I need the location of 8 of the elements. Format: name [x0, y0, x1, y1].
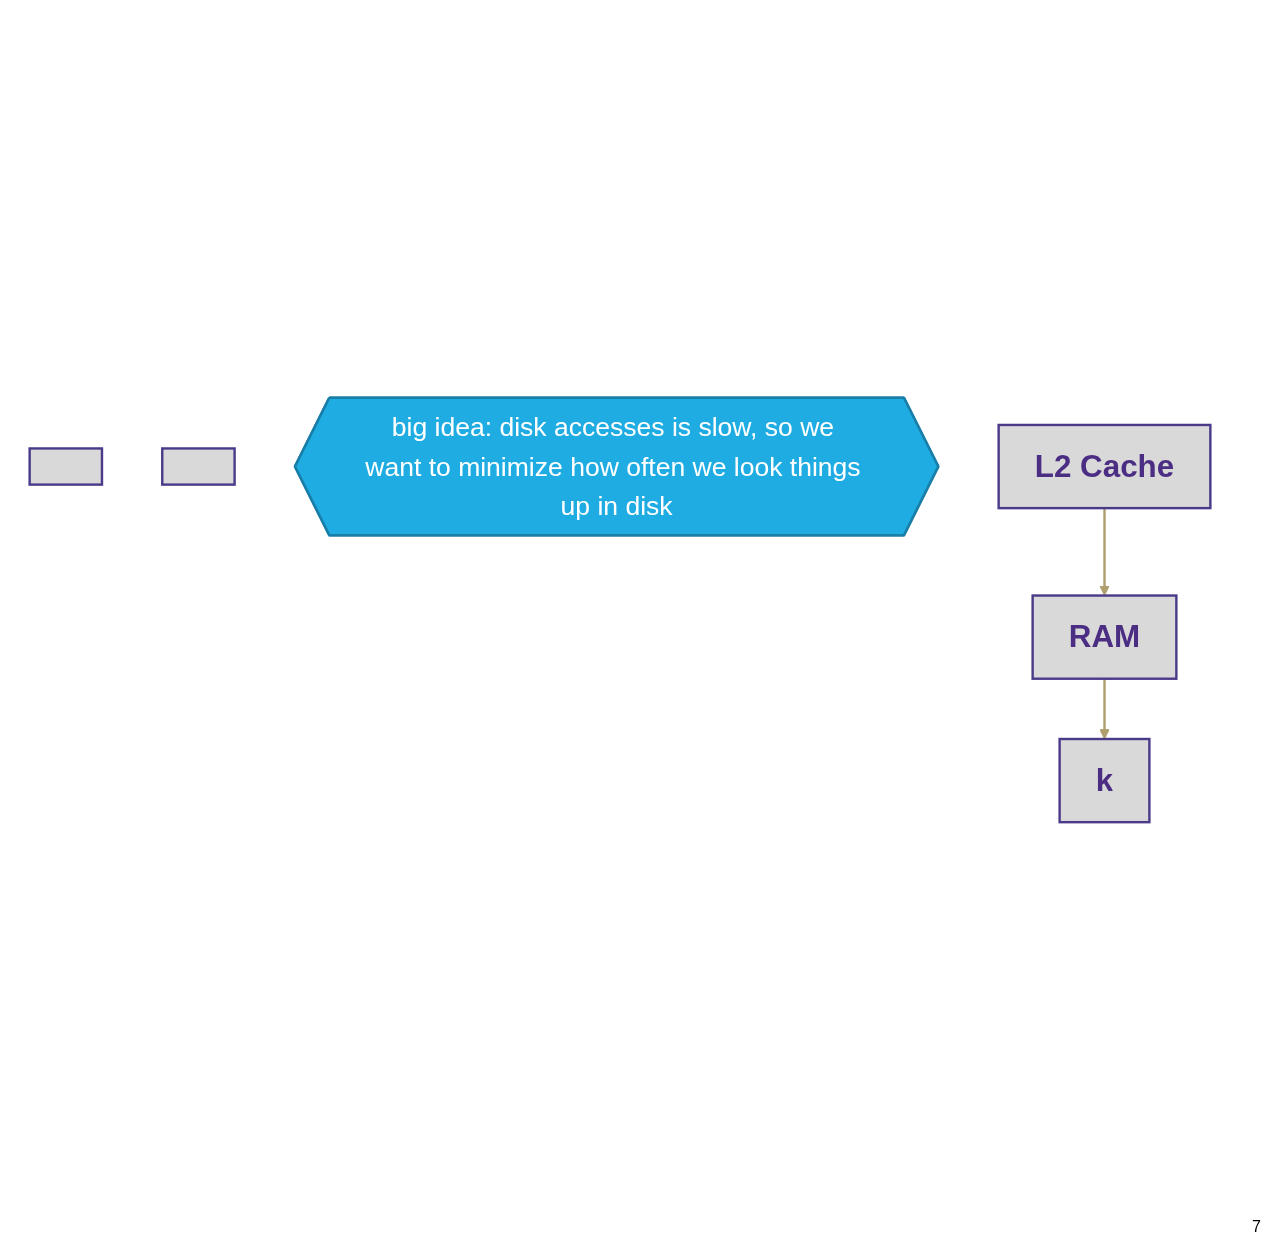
arrow	[1099, 508, 1110, 596]
arrow	[1099, 678, 1110, 740]
node-box	[161, 447, 236, 486]
node-box: RAM	[1031, 594, 1178, 680]
node-box	[28, 447, 104, 486]
node-box: k	[1058, 737, 1151, 824]
node-box: L2 Cache	[997, 423, 1212, 510]
page-number: 7	[1252, 1218, 1261, 1236]
